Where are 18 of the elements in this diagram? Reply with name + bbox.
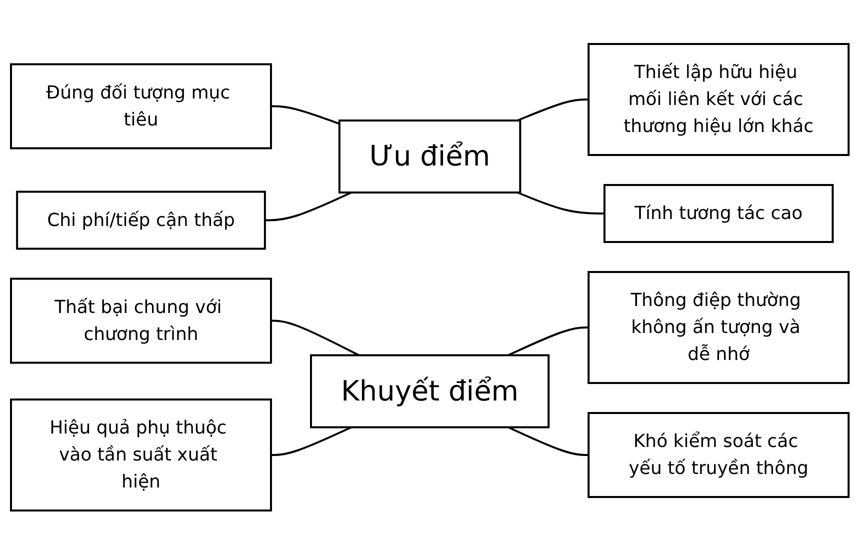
connector [517,98,589,122]
connector [508,326,589,356]
node-box: Tính tương tác cao [604,184,834,243]
connector [271,105,340,124]
node-box: Khó kiểm soát các yếu tố truyền thông [588,412,850,498]
node-box: Chi phí/tiếp cận thấp [16,190,266,250]
node-box: Đúng đối tượng mục tiêu [10,63,272,149]
node-box: Thất bại chung với chương trình [10,278,272,364]
connector [517,191,605,214]
node-box: Khuyết điểm [310,354,550,428]
connector [265,191,352,221]
connector [508,426,589,456]
node-box: Ưu điểm [338,119,522,194]
node-box: Thông điệp thường không ấn tượng và dễ nhớ [588,270,850,384]
node-box: Hiệu quả phụ thuộc vào tần suất xuất hiện [10,398,272,512]
connector [271,426,352,456]
connector [271,320,360,356]
node-box: Thiết lập hữu hiệu mối liên kết với các thương hiệu lớn khác [588,42,850,156]
